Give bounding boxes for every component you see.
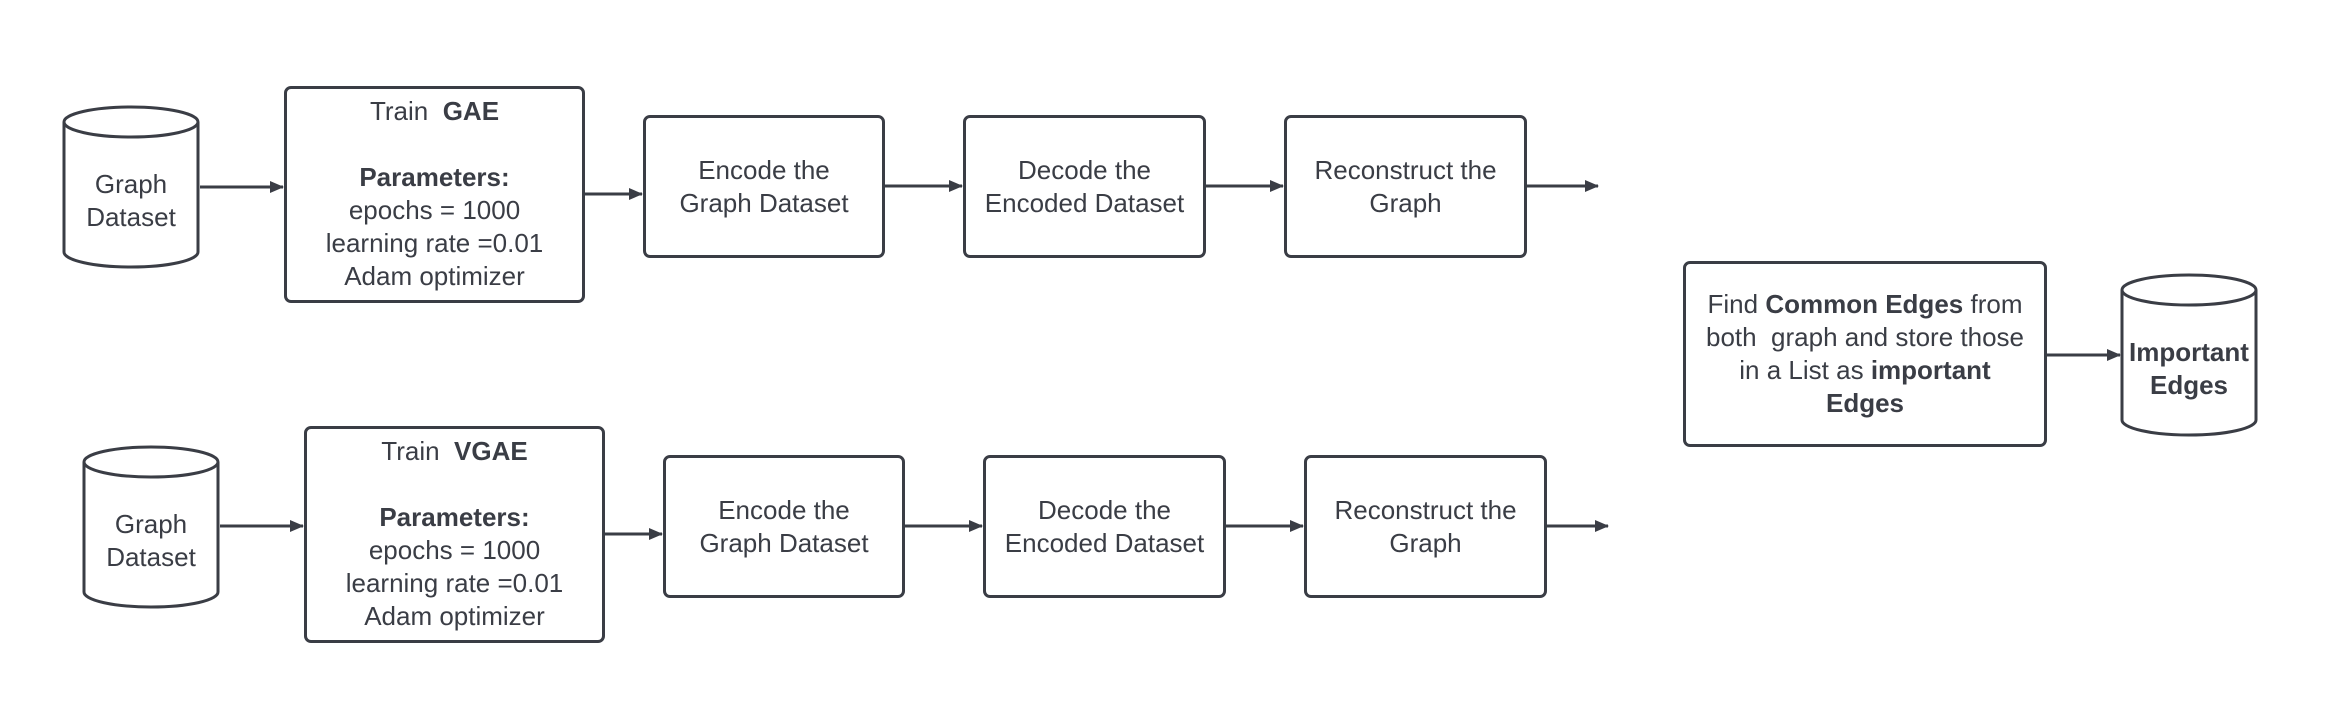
top-dataset-cylinder-shape — [62, 105, 200, 269]
bottom-train-vgae-box: Train VGAE Parameters: epochs = 1000 lea… — [304, 426, 605, 643]
top-encode-box: Encode the Graph Dataset — [643, 115, 885, 258]
bottom-param-optimizer: Adam optimizer — [364, 601, 545, 631]
top-reconstruct-line2: Graph — [1369, 187, 1442, 218]
top-train-title: Train GAE — [370, 95, 499, 128]
output-cylinder-shape — [2120, 273, 2258, 437]
top-encode-line1: Encode the — [698, 154, 830, 185]
top-decode-line1: Decode the — [1018, 154, 1151, 185]
top-decode-line2: Encoded Dataset — [984, 187, 1185, 218]
bottom-encode-box: Encode the Graph Dataset — [663, 455, 905, 598]
bottom-dataset-cylinder-shape — [82, 445, 220, 609]
top-dataset-cylinder: Graph Dataset — [64, 137, 198, 265]
top-reconstruct-line1: Reconstruct the — [1314, 154, 1497, 185]
output-label-line2: Edges — [2149, 370, 2229, 400]
top-params-heading: Parameters: — [359, 162, 510, 192]
top-param-learning-rate: learning rate =0.01 — [325, 228, 544, 258]
top-reconstruct-box: Reconstruct the Graph — [1284, 115, 1527, 258]
bottom-reconstruct-box: Reconstruct the Graph — [1304, 455, 1547, 598]
merge-l1-c: from — [1970, 289, 2023, 319]
top-decode-box: Decode the Encoded Dataset — [963, 115, 1206, 258]
merge-line1: Find Common Edges from — [1708, 288, 2023, 321]
bottom-params-heading: Parameters: — [379, 502, 530, 532]
merge-l3-b: important — [1870, 355, 1991, 385]
merge-l1-a: Find — [1707, 289, 1759, 319]
top-dataset-label-line1: Graph — [94, 169, 168, 199]
bottom-decode-line1: Decode the — [1038, 494, 1171, 525]
bottom-train-title: Train VGAE — [381, 435, 527, 468]
merge-line2: both graph and store those — [1705, 322, 2024, 352]
top-train-model: GAE — [442, 96, 500, 126]
common-edges-box: Find Common Edges from both graph and st… — [1683, 261, 2047, 447]
output-label-line1: Important — [2129, 337, 2249, 367]
top-param-optimizer: Adam optimizer — [344, 261, 525, 291]
bottom-decode-line2: Encoded Dataset — [1004, 527, 1205, 558]
merge-line4: Edges — [1825, 388, 1905, 418]
bottom-dataset-cylinder: Graph Dataset — [84, 477, 218, 605]
top-train-prefix: Train — [369, 96, 429, 126]
bottom-dataset-label-line1: Graph — [114, 509, 188, 539]
bottom-reconstruct-line2: Graph — [1389, 527, 1462, 558]
bottom-encode-line1: Encode the — [718, 494, 850, 525]
merge-l1-b: Common Edges — [1765, 289, 1964, 319]
bottom-train-prefix: Train — [381, 436, 440, 466]
important-edges-cylinder: Important Edges — [2122, 305, 2256, 433]
bottom-encode-line2: Graph Dataset — [699, 527, 869, 558]
top-param-epochs: epochs = 1000 — [348, 195, 521, 225]
bottom-reconstruct-line1: Reconstruct the — [1334, 494, 1517, 525]
bottom-param-learning-rate: learning rate =0.01 — [345, 568, 564, 598]
bottom-train-model: VGAE — [454, 436, 528, 466]
merge-line3: in a List as important — [1739, 354, 1990, 387]
bottom-decode-box: Decode the Encoded Dataset — [983, 455, 1226, 598]
bottom-param-epochs: epochs = 1000 — [368, 535, 541, 565]
merge-l3-a: in a List as — [1739, 355, 1864, 385]
bottom-dataset-label-line2: Dataset — [106, 542, 196, 572]
top-train-gae-box: Train GAE Parameters: epochs = 1000 lear… — [284, 86, 585, 303]
top-encode-line2: Graph Dataset — [679, 187, 849, 218]
top-dataset-label-line2: Dataset — [86, 202, 176, 232]
